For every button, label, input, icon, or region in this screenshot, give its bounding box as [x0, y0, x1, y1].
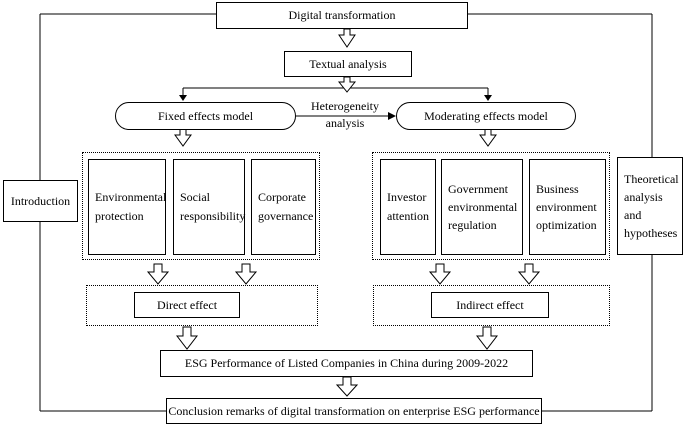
direct-effect-group	[86, 285, 318, 326]
business-environment-line-2: environment	[536, 199, 597, 214]
corporate-governance-line-2: governance	[258, 209, 314, 223]
investor-attention-line-1: Investor	[387, 190, 427, 204]
introduction-label: Introduction	[10, 193, 71, 208]
esg-performance-node: ESG Performance of Listed Companies in C…	[160, 350, 533, 377]
theoretical-line-4: hypotheses	[624, 225, 678, 240]
business-environment-optimization-node: Business environment optimization	[529, 159, 606, 255]
moderating-effects-model-label: Moderating effects model	[424, 108, 548, 123]
social-responsibility-node: Social responsibility	[173, 159, 245, 255]
direct-effect-node: Direct effect	[134, 292, 240, 318]
government-regulation-line-2: environmental	[448, 199, 518, 214]
heterogeneity-analysis-label: Heterogeneity analysis	[298, 99, 392, 131]
indirect-effect-group	[373, 285, 610, 326]
textual-analysis-node: Textual analysis	[284, 51, 412, 77]
corporate-governance-node: Corporate governance	[251, 159, 316, 255]
moderating-effects-model-node: Moderating effects model	[396, 102, 576, 130]
esg-performance-label: ESG Performance of Listed Companies in C…	[184, 356, 509, 370]
digital-transformation-label: Digital transformation	[288, 8, 396, 22]
introduction-node: Introduction	[3, 180, 78, 222]
government-regulation-line-3: regulation	[448, 217, 497, 232]
theoretical-line-1: Theoretical	[624, 171, 679, 186]
direct-effect-label: Direct effect	[156, 297, 218, 312]
social-responsibility-line-2: responsibility	[180, 209, 246, 223]
textual-analysis-label: Textual analysis	[309, 56, 387, 71]
business-environment-line-3: optimization	[536, 217, 597, 232]
theoretical-line-3: and	[624, 207, 642, 222]
indirect-effect-label: Indirect effect	[456, 297, 524, 312]
corporate-governance-line-1: Corporate	[258, 190, 306, 204]
conclusion-label: Conclusion remarks of digital transforma…	[168, 403, 540, 418]
environmental-protection-line-2: protection	[95, 209, 144, 223]
digital-transformation-node: Digital transformation	[216, 2, 468, 29]
fixed-effects-model-node: Fixed effects model	[115, 102, 296, 130]
investor-attention-node: Investor attention	[380, 159, 436, 255]
conclusion-node: Conclusion remarks of digital transforma…	[166, 398, 542, 424]
environmental-protection-line-1: Environmental	[95, 190, 167, 204]
government-environmental-regulation-node: Government environmental regulation	[441, 159, 523, 255]
theoretical-line-2: analysis	[624, 189, 663, 204]
investor-attention-line-2: attention	[387, 209, 429, 223]
heterogeneity-line-1: Heterogeneity	[311, 99, 379, 113]
theoretical-analysis-node: Theoretical analysis and hypotheses	[617, 157, 683, 255]
indirect-effect-node: Indirect effect	[431, 292, 549, 318]
moderators-group	[372, 152, 610, 260]
fixed-effects-model-label: Fixed effects model	[157, 108, 254, 123]
heterogeneity-line-2: analysis	[325, 116, 365, 130]
government-regulation-line-1: Government	[448, 181, 508, 196]
social-responsibility-line-1: Social	[180, 190, 210, 204]
business-environment-line-1: Business	[536, 181, 579, 196]
environmental-protection-node: Environmental protection	[88, 159, 166, 255]
esg-dimensions-group	[82, 152, 320, 260]
